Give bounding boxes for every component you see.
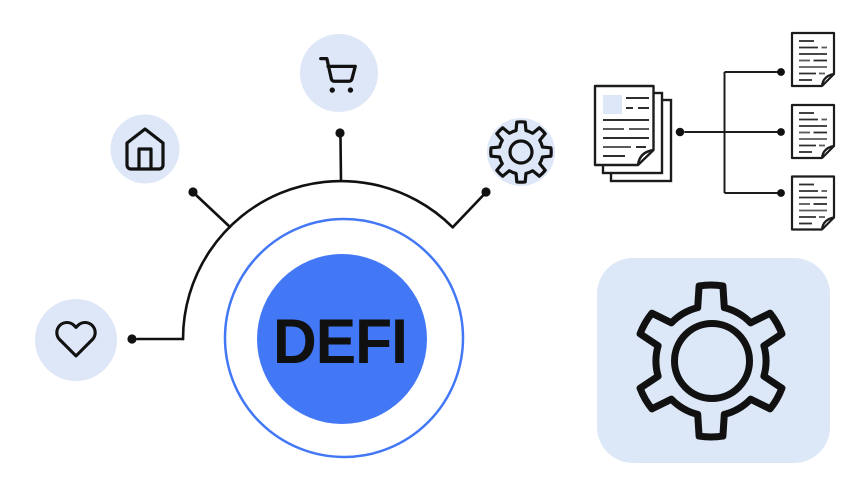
satellite-home xyxy=(110,114,180,184)
central-hub: DEFI xyxy=(127,128,491,459)
hub-arc xyxy=(181,179,454,341)
home-icon xyxy=(125,127,165,171)
connector-dot-cart xyxy=(335,128,345,138)
flow-dot-top xyxy=(777,68,785,76)
stack-text-lines xyxy=(603,97,649,157)
flow-dot-middle xyxy=(777,128,785,136)
document-icon xyxy=(790,175,836,231)
stack-page-fold xyxy=(636,148,654,166)
document-stack-icon xyxy=(593,84,673,183)
flow-dot-source xyxy=(675,127,685,137)
connector-dot-home xyxy=(188,187,198,197)
satellite-heart xyxy=(35,299,117,381)
heart-icon xyxy=(55,320,97,358)
shopping-cart-icon xyxy=(319,57,357,93)
connector-home xyxy=(195,194,232,229)
gear-bubble xyxy=(487,118,555,186)
connector-dot-heart xyxy=(127,334,137,344)
flow-tree-lines xyxy=(684,71,778,194)
gear-panel-background xyxy=(597,258,830,463)
satellite-gear xyxy=(487,118,555,186)
hub-label: DEFI xyxy=(273,307,407,377)
gear-icon xyxy=(636,281,786,441)
connector-gear xyxy=(451,194,485,229)
hub-core-circle xyxy=(257,254,427,424)
cart-bubble xyxy=(300,34,378,112)
document-icon xyxy=(790,103,836,160)
document-flow xyxy=(593,31,836,231)
connector-dot-gear xyxy=(481,187,491,197)
stack-image-block xyxy=(603,95,622,114)
heart-bubble xyxy=(35,299,117,381)
gear-panel xyxy=(597,258,830,463)
hub-ring xyxy=(223,217,465,459)
satellite-cart xyxy=(300,34,378,112)
flow-dot-bottom xyxy=(777,189,785,197)
document-icon xyxy=(790,31,836,88)
connector-cart xyxy=(339,136,343,183)
gear-icon xyxy=(489,120,553,184)
